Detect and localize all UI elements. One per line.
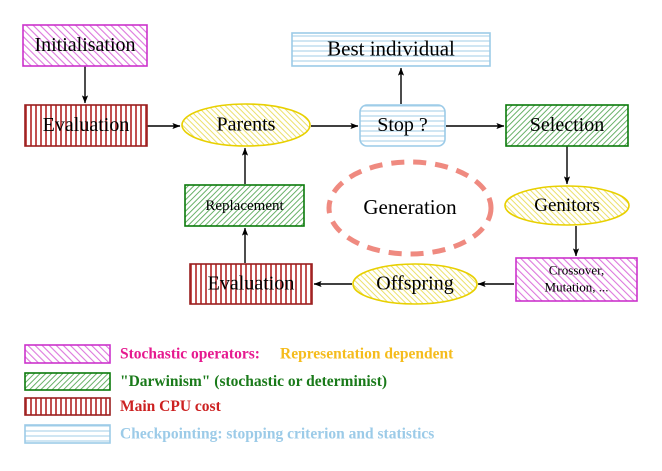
- node-label: Offspring: [376, 273, 453, 295]
- node-selection[interactable]: Selection: [505, 104, 629, 147]
- legend-item-checkpointing: Checkpointing: stopping criterion and st…: [24, 424, 434, 444]
- legend-label: "Darwinism" (stochastic or determinist): [120, 373, 387, 390]
- legend-group: Stochastic operators: Representation depe…: [24, 344, 454, 444]
- node-label-line2: Mutation, ...: [545, 280, 609, 295]
- generation-cycle-group: Generation: [326, 159, 494, 257]
- legend-swatch-magenta-diagonal: [24, 344, 111, 364]
- node-label: Selection: [530, 114, 604, 136]
- node-shape-rect: [505, 104, 629, 147]
- node-initialisation[interactable]: Initialisation: [22, 24, 148, 67]
- node-label: Genitors: [534, 195, 599, 216]
- legend-label: Checkpointing: stopping criterion and st…: [120, 426, 434, 443]
- node-shape-rect: [24, 104, 148, 147]
- node-parents[interactable]: Parents: [181, 103, 311, 147]
- node-label: Stop ?: [377, 114, 428, 136]
- legend-swatch-red-vertical: [24, 397, 111, 416]
- node-shape-rect: [184, 184, 305, 227]
- node-shape-rounded-rect: [359, 104, 446, 147]
- legend-label: Main CPU cost: [120, 398, 222, 415]
- legend-item-stochastic-operators: Stochastic operators: Representation depe…: [24, 344, 454, 364]
- node-label: Initialisation: [34, 34, 135, 56]
- node-evaluation-bottom[interactable]: Evaluation: [189, 263, 313, 305]
- node-evaluation-top[interactable]: Evaluation: [24, 104, 148, 147]
- generation-cycle-ellipse: [326, 159, 494, 257]
- node-shape-ellipse: [181, 103, 311, 147]
- node-label: Replacement: [205, 198, 284, 214]
- legend-item-darwinism: "Darwinism" (stochastic or determinist): [24, 372, 387, 391]
- node-label: Evaluation: [208, 273, 295, 295]
- node-shape-rect: [189, 263, 313, 305]
- node-label-line1: Crossover,: [549, 263, 604, 278]
- node-shape-rect: [22, 24, 148, 67]
- node-replacement[interactable]: Replacement: [184, 184, 305, 227]
- node-shape-ellipse: [352, 263, 478, 305]
- node-label: Best individual: [327, 36, 455, 60]
- node-offspring[interactable]: Offspring: [352, 263, 478, 305]
- legend-swatch-green-diagonal: [24, 372, 111, 391]
- generation-cycle-label: Generation: [363, 195, 457, 219]
- node-label: Parents: [217, 114, 276, 136]
- legend-label-secondary: Representation dependent: [280, 346, 454, 363]
- node-label: Evaluation: [43, 114, 130, 136]
- legend-label: Stochastic operators:: [120, 346, 260, 363]
- node-shape-ellipse: [504, 185, 630, 226]
- node-best-individual[interactable]: Best individual: [291, 32, 491, 67]
- node-crossover-mutation[interactable]: Crossover, Mutation, ...: [515, 257, 638, 302]
- node-shape-rect: [291, 32, 491, 67]
- legend-swatch-blue-horizontal: [24, 424, 111, 444]
- node-genitors[interactable]: Genitors: [504, 185, 630, 226]
- edges-group: [81, 66, 580, 288]
- legend-item-main-cpu-cost: Main CPU cost: [24, 397, 222, 416]
- node-stop[interactable]: Stop ?: [359, 104, 446, 147]
- node-shape-rect: [515, 257, 638, 302]
